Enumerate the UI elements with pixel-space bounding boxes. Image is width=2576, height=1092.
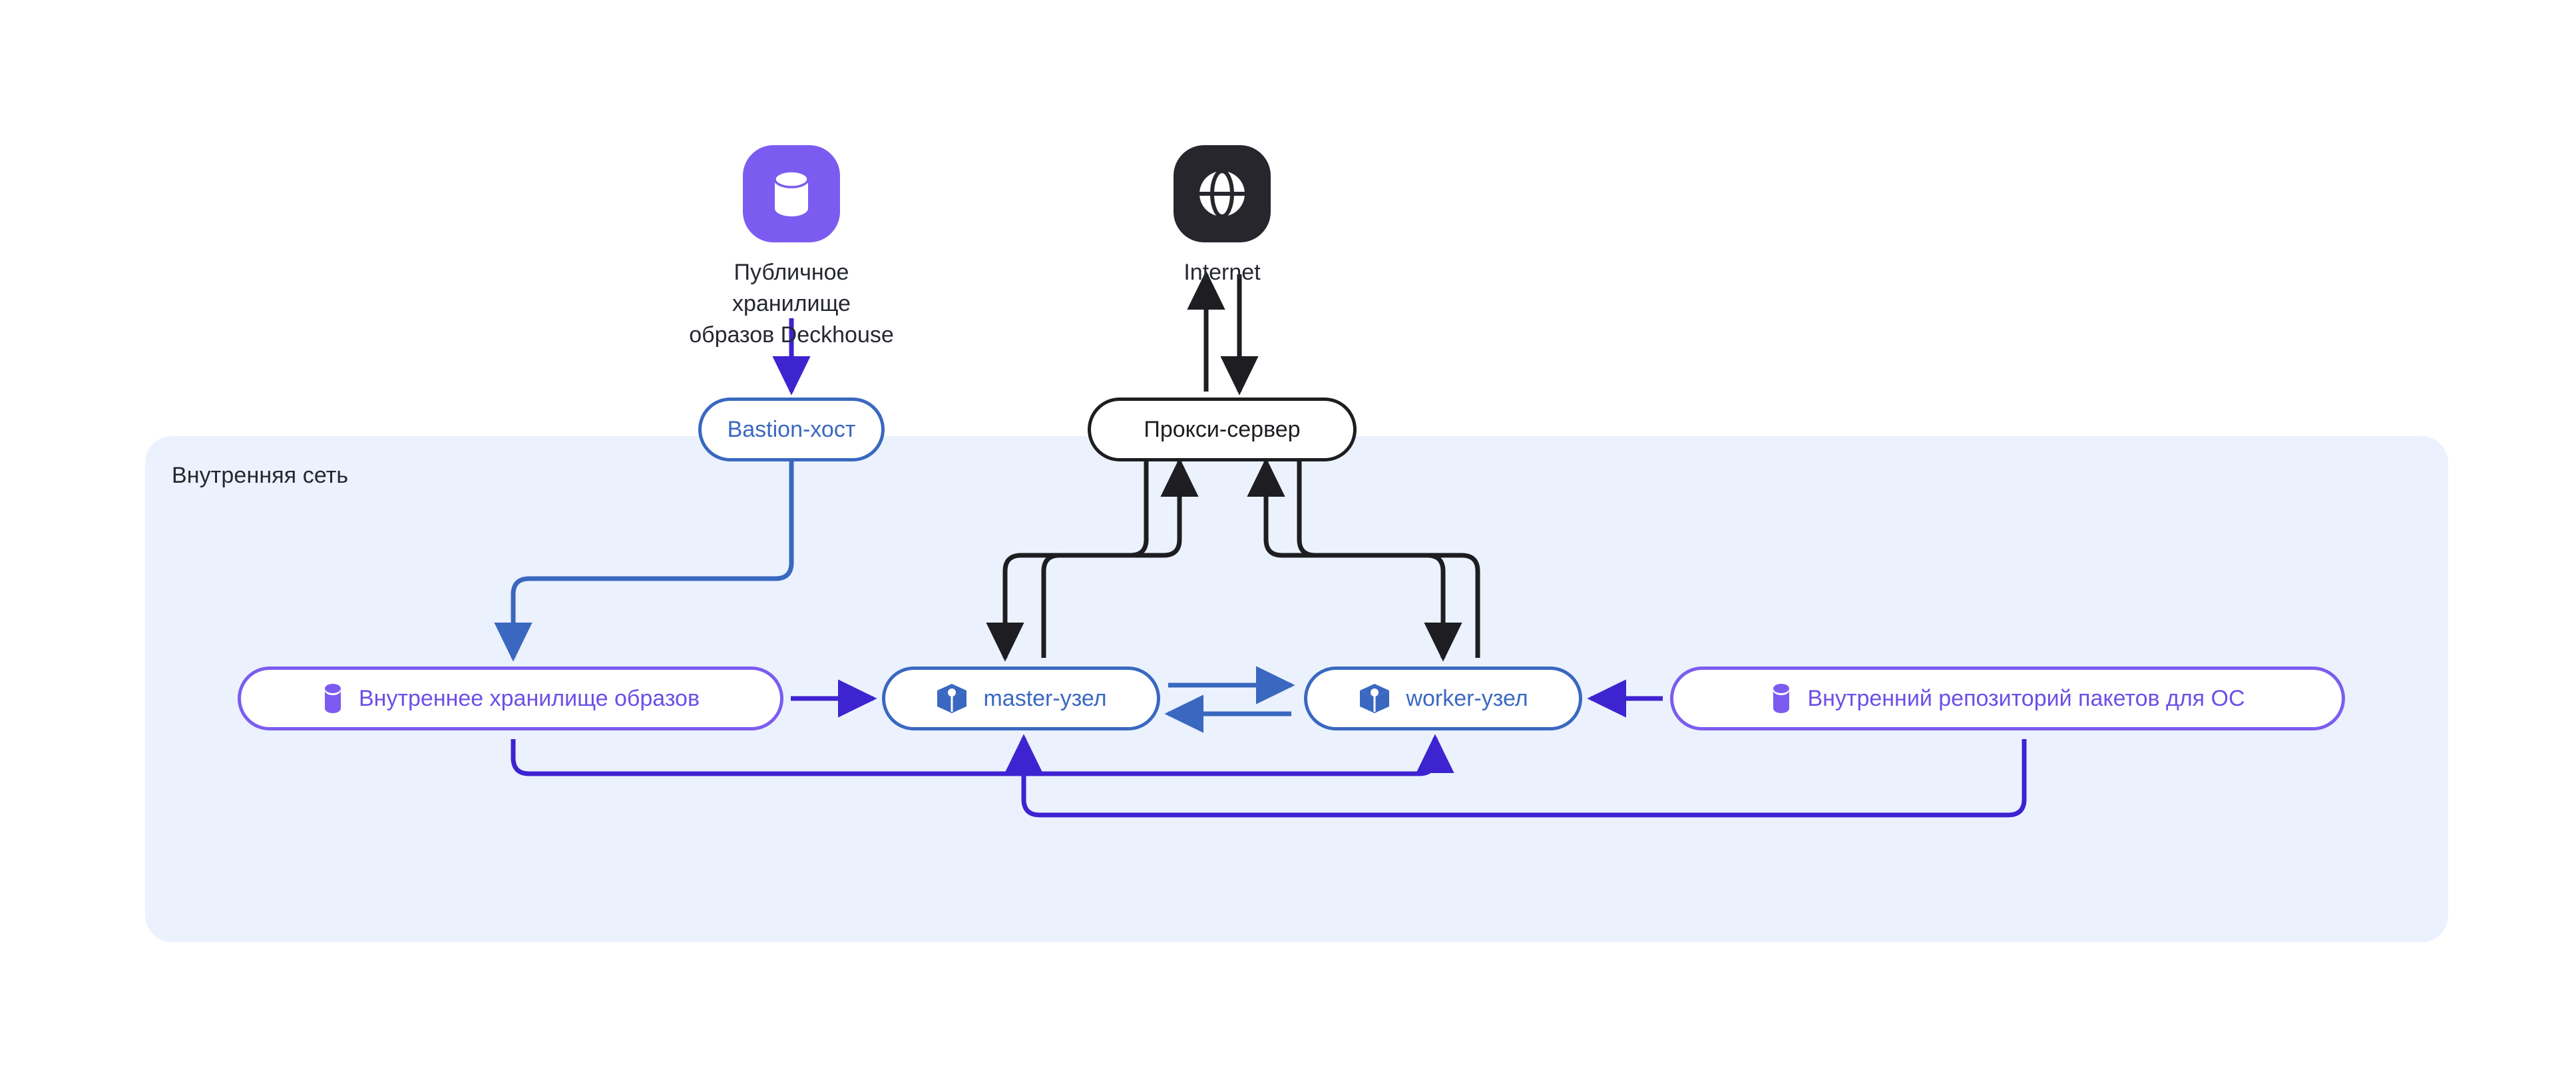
node-public-registry[interactable]: Публичное хранилище образов Deckhouse xyxy=(676,145,907,351)
database-glyph xyxy=(324,684,341,713)
edge-worker-to-proxy-stub xyxy=(1366,461,1420,658)
edge-internal-registry-to-worker-bottom xyxy=(511,734,1454,776)
cube-icon xyxy=(935,682,968,715)
edge-worker-to-proxy xyxy=(1247,457,1480,658)
node-os-package-repo[interactable]: Внутренний репозиторий пакетов для ОС xyxy=(1670,667,2345,730)
node-worker-label: worker-узел xyxy=(1406,685,1528,711)
node-worker[interactable]: worker-узел xyxy=(1304,667,1582,730)
node-bastion-host-label: Bastion-хост xyxy=(727,416,856,442)
node-proxy-server[interactable]: Прокси-сервер xyxy=(1088,398,1357,461)
node-public-registry-label: Публичное хранилище образов Deckhouse xyxy=(689,260,894,348)
edge-os-repo-to-master-bottom xyxy=(1004,734,2027,818)
database-glyph xyxy=(773,170,809,216)
database-icon xyxy=(1770,682,1793,714)
globe-icon xyxy=(1174,145,1271,242)
edge-bastion-to-internal-registry xyxy=(494,461,794,662)
cube-glyph xyxy=(1360,684,1390,713)
node-os-package-repo-label: Внутренний репозиторий пакетов для ОС xyxy=(1807,685,2245,711)
edge-proxy-to-worker xyxy=(1297,461,1462,662)
database-glyph xyxy=(1773,684,1790,713)
node-internal-registry[interactable]: Внутреннее хранилище образов xyxy=(238,667,783,730)
edge-proxy-to-master xyxy=(986,461,1149,662)
internal-network-label: Внутренняя сеть xyxy=(172,463,349,488)
node-internet[interactable]: Internet xyxy=(1174,145,1271,288)
node-internet-label: Internet xyxy=(1183,260,1261,285)
cube-glyph xyxy=(937,684,967,713)
cube-icon xyxy=(1358,682,1391,715)
edge-master-to-proxy xyxy=(1041,457,1199,658)
database-icon xyxy=(322,682,344,714)
node-master-label: master-узел xyxy=(983,685,1107,711)
database-icon xyxy=(743,145,840,242)
node-master[interactable]: master-узел xyxy=(882,667,1160,730)
node-bastion-host[interactable]: Bastion-хост xyxy=(698,398,885,461)
globe-glyph xyxy=(1199,169,1245,218)
node-proxy-server-label: Прокси-сервер xyxy=(1144,416,1301,442)
node-internal-registry-label: Внутреннее хранилище образов xyxy=(358,685,700,711)
